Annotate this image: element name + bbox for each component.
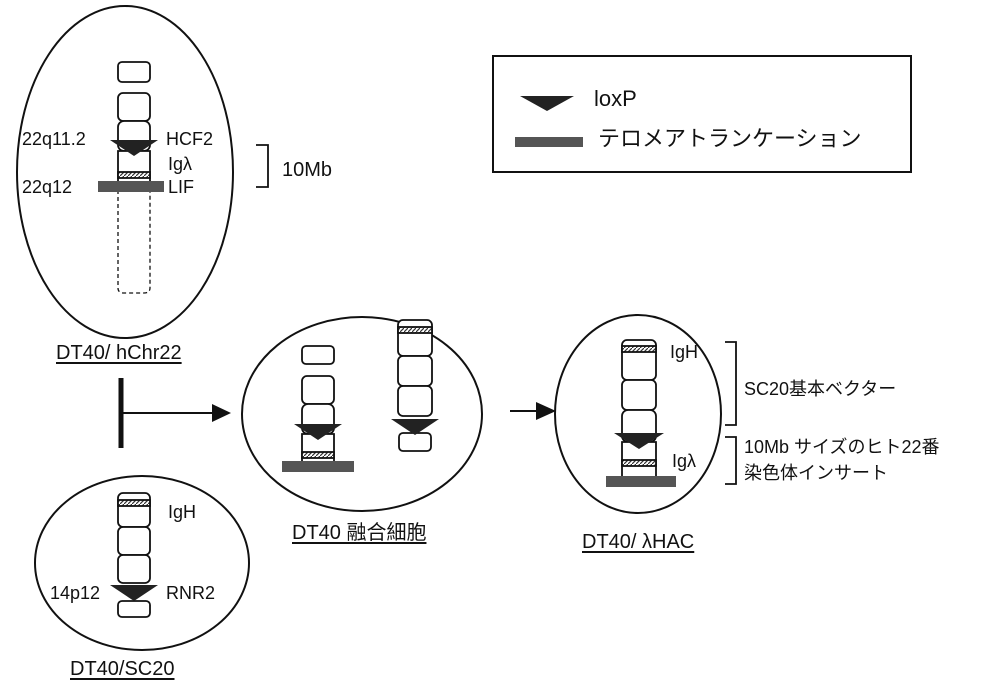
hac-loxp-icon xyxy=(614,433,664,449)
chr22-cell xyxy=(16,5,234,339)
chr22-caption: DT40/ hChr22 xyxy=(56,342,182,364)
fusion-chromosome-left xyxy=(301,345,335,463)
result-arrow xyxy=(510,402,556,420)
hac-caption: DT40/ λHAC xyxy=(582,531,695,553)
result-arrow-icon xyxy=(536,402,556,420)
gene-rnr2-label: RNR2 xyxy=(166,583,216,603)
hac-chromosome xyxy=(621,339,657,479)
hac-lower-bracket xyxy=(725,436,737,485)
fusion-caption: DT40 融合細胞 xyxy=(292,522,427,544)
sc20-chromosome xyxy=(117,492,151,618)
sc20-cell xyxy=(34,475,250,651)
gene-lif-label: LIF xyxy=(168,177,195,197)
size-bracket xyxy=(256,144,269,188)
sc20-loxp-icon xyxy=(110,585,158,601)
hac-iglambda-label: Igλ xyxy=(672,451,697,471)
sc20-igh-label: IgH xyxy=(168,502,197,522)
gene-iglambda-label: Igλ xyxy=(168,154,193,174)
hac-upper-bracket-label: SC20基本ベクター xyxy=(744,379,897,399)
hac-upper-bracket xyxy=(725,341,737,426)
size-10mb-label: 10Mb xyxy=(282,159,333,181)
hac-truncation-bar xyxy=(606,476,676,487)
chr22-loxp-icon xyxy=(110,140,158,156)
legend-truncation-bar-icon xyxy=(515,137,583,147)
fusion-truncation-bar xyxy=(282,461,354,472)
legend-loxp-label: loxP xyxy=(594,86,637,111)
fusion-right-loxp-icon xyxy=(391,419,439,435)
fusion-cell xyxy=(241,316,483,512)
legend-truncation-label: テロメアトランケーション xyxy=(598,126,862,151)
chr22-chromosome xyxy=(117,61,151,294)
gene-hcf2-label: HCF2 xyxy=(166,129,214,149)
band-22q12-label: 22q12 xyxy=(22,177,73,197)
band-14p12-label: 14p12 xyxy=(50,583,101,603)
band-22q11-label: 22q11.2 xyxy=(22,129,86,149)
fusion-connector xyxy=(118,378,231,448)
hac-lower-bracket-label-line1: 10Mb サイズのヒト22番 xyxy=(744,437,940,457)
chr22-truncation-bar xyxy=(98,181,164,192)
hac-igh-label: IgH xyxy=(670,342,699,362)
hac-lower-bracket-label-line2: 染色体インサート xyxy=(744,463,888,483)
fusion-arrow-icon xyxy=(212,404,231,422)
legend-box xyxy=(492,55,912,173)
legend-loxp-triangle-icon xyxy=(520,96,574,111)
sc20-caption: DT40/SC20 xyxy=(70,658,175,680)
fusion-left-loxp-icon xyxy=(294,424,342,440)
hac-cell xyxy=(554,314,722,514)
